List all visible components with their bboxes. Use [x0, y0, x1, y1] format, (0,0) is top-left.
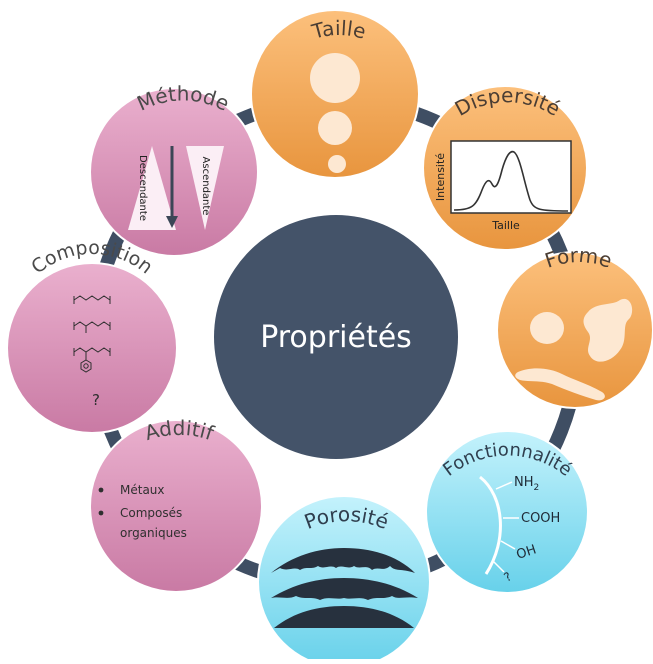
node-forme: Forme — [496, 243, 653, 409]
dispersity-curve — [453, 150, 569, 212]
composition-unknown: ? — [92, 391, 100, 409]
round-shape-icon — [530, 312, 564, 344]
dispersity-plot-frame — [450, 140, 572, 214]
node-dispersite: Dispersité Intensité Taille — [422, 83, 588, 251]
descendante-triangle-icon — [128, 146, 176, 230]
medium-particle-icon — [318, 111, 352, 145]
additif-item-metaux: Métaux — [120, 483, 165, 497]
dispersity-xlabel: Taille — [491, 219, 520, 232]
arrowhead-icon — [166, 216, 178, 228]
node-porosite: Porosité — [257, 495, 431, 664]
bullet-icon — [98, 487, 104, 493]
group-cooh: COOH — [521, 511, 560, 526]
porous-layer-2 — [271, 578, 418, 600]
center-hub: Propriétés — [214, 215, 458, 459]
group-oh: OH — [515, 542, 539, 562]
elongated-shape-icon — [515, 368, 605, 401]
bond-line — [491, 559, 505, 573]
node-taille-title: Taille — [308, 16, 368, 44]
porous-layer-1 — [271, 548, 415, 573]
label-descendante: Descendante — [137, 155, 148, 221]
particle-surface-line — [479, 475, 502, 575]
node-methode: Méthode Descendante Ascendante — [89, 82, 259, 257]
center-title: Propriétés — [260, 320, 412, 355]
polymer-structures-icon — [73, 295, 111, 373]
additif-item-organiques: Composés organiques — [120, 506, 187, 540]
node-taille: Taille — [250, 9, 420, 179]
node-additif: Additif Métaux Composés organiques — [89, 416, 263, 593]
irregular-shape-icon — [583, 298, 633, 362]
bullet-icon — [98, 510, 104, 516]
small-particle-icon — [328, 155, 346, 173]
bond-line — [500, 540, 516, 550]
dense-layer — [274, 606, 414, 628]
group-nh2: NH2 — [514, 475, 539, 493]
dispersity-ylabel: Intensité — [434, 153, 447, 201]
node-composition: Composition ? — [6, 237, 178, 434]
bond-line — [495, 481, 513, 490]
large-particle-icon — [310, 53, 360, 103]
node-fonctionnalite: Fonctionnalité NH2 COOH OH ? — [425, 430, 589, 594]
ascendante-triangle-icon — [186, 146, 224, 230]
label-ascendante: Ascendante — [200, 157, 211, 216]
